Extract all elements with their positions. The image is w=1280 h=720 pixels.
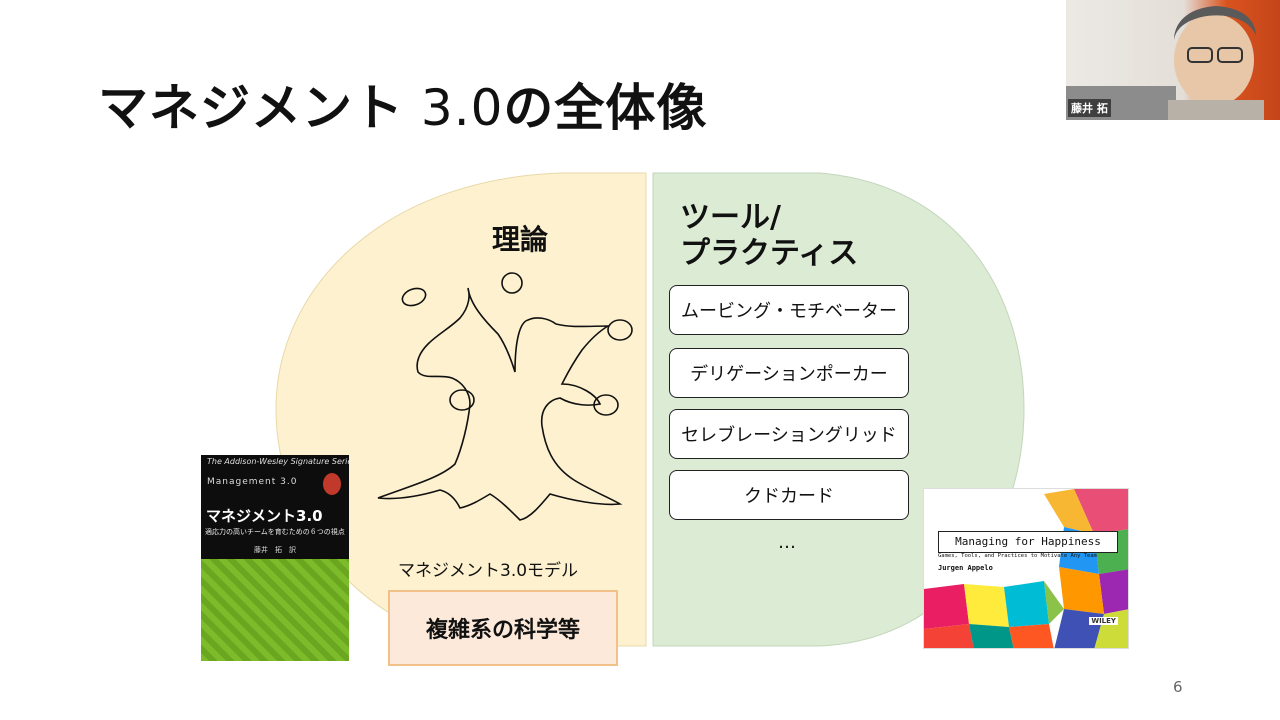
practice-box-delegation-poker: デリゲーションポーカー	[669, 348, 909, 398]
participant-video-tile[interactable]: 藤井 拓	[1066, 0, 1280, 120]
model-label: マネジメント3.0モデル	[398, 561, 579, 581]
participant-name: 藤井 拓	[1068, 99, 1111, 117]
tools-practices-label: ツール/ プラクティス	[680, 200, 859, 271]
practice-box-kudo-cards: クドカード	[669, 470, 909, 520]
page-number: 6	[1173, 678, 1183, 696]
tree-illustration	[201, 559, 349, 661]
theory-label: 理論	[492, 223, 549, 256]
seal-icon	[323, 473, 341, 495]
practice-box-celebration-grid: セレブレーショングリッド	[669, 409, 909, 459]
practice-box-moving-motivators: ムービング・モチベーター	[669, 285, 909, 335]
managing-for-happiness-book-cover: Managing for Happiness Games, Tools, and…	[923, 488, 1129, 649]
complexity-science-box: 複雑系の科学等	[388, 590, 618, 666]
slide-title: マネジメント 3.0の全体像	[98, 79, 708, 137]
management30-book-cover: The Addison-Wesley Signature Series Mana…	[201, 455, 349, 661]
more-practices-ellipsis: …	[778, 532, 796, 553]
tree-drawing	[377, 272, 633, 521]
